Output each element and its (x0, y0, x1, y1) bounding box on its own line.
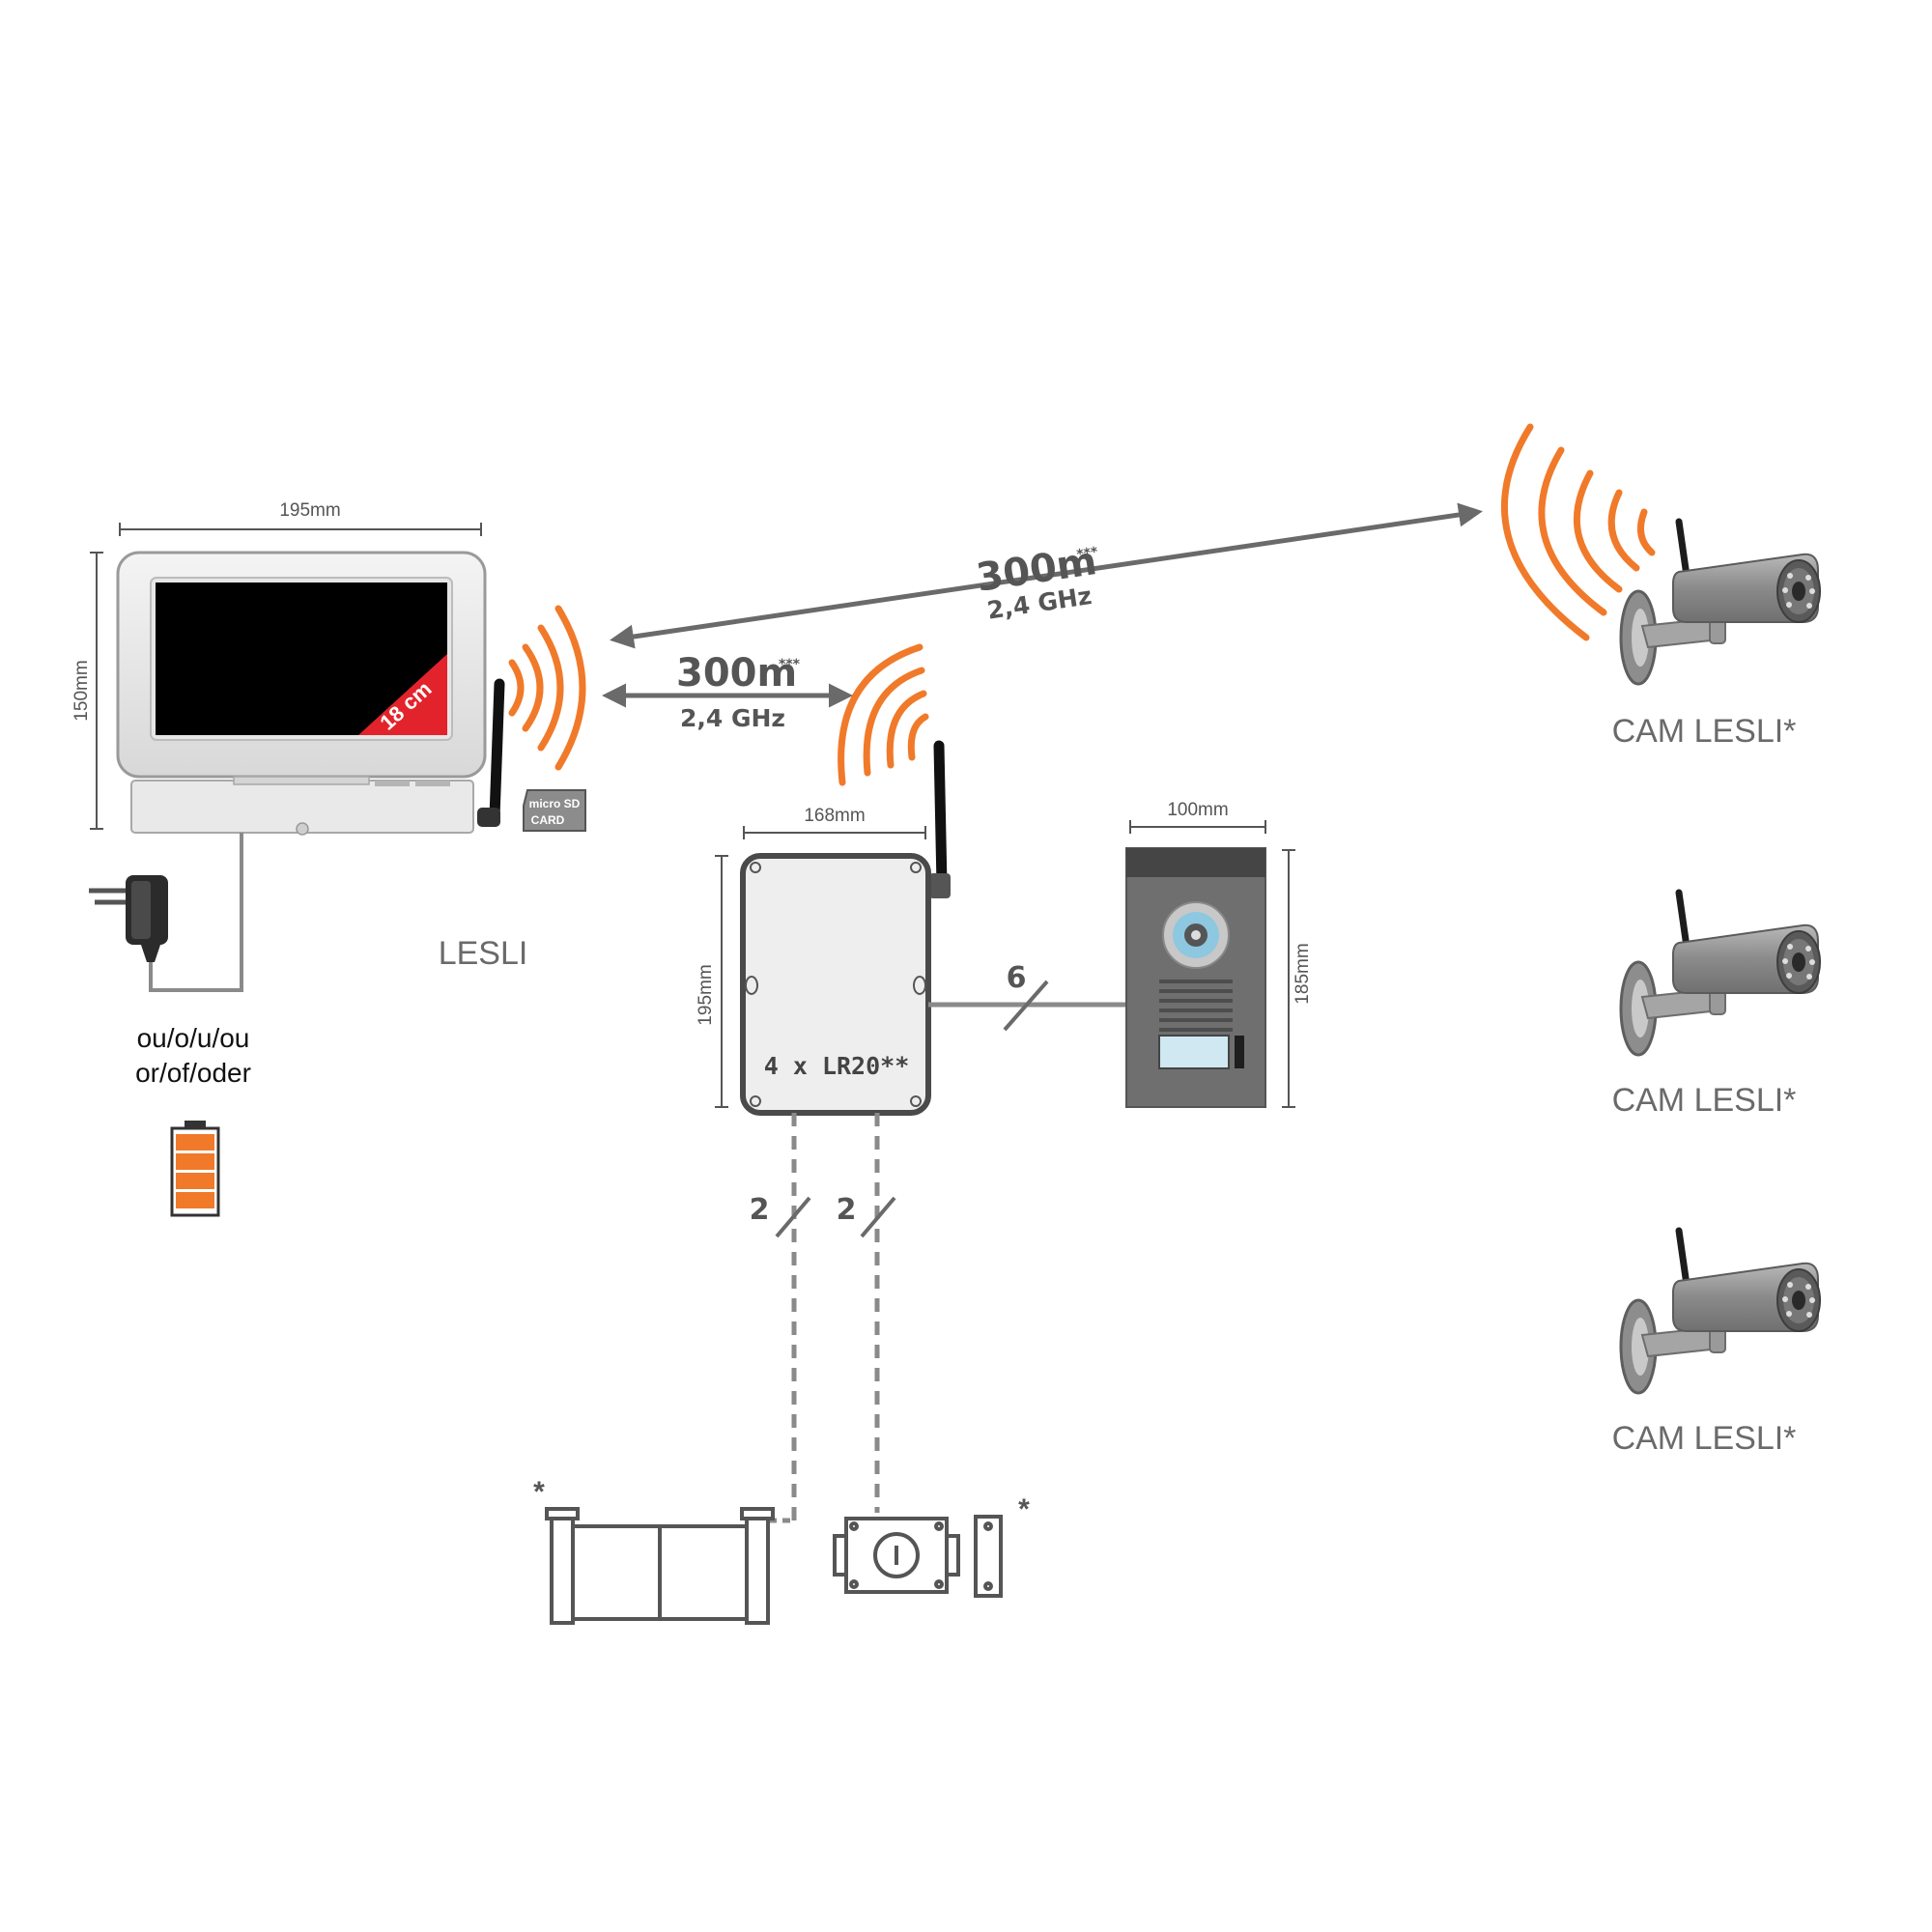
electric-lock-icon (833, 1515, 1003, 1598)
power-cable (149, 833, 243, 992)
sd-card-line2: CARD (531, 813, 565, 827)
receiver-width-label: 168mm (804, 806, 865, 826)
camera-3-icon (1621, 1231, 1820, 1393)
monitor-height-label: 150mm (71, 660, 92, 721)
link-2-distance: 300m (676, 651, 797, 696)
camera-1-icon (1621, 522, 1820, 684)
gate-wire-count: 2 (750, 1193, 770, 1227)
camera-2-icon (1621, 893, 1820, 1055)
gate-accessory-mark: * (533, 1476, 545, 1508)
power-alternative-line1: ou/o/u/ou (137, 1023, 250, 1053)
link-2-frequency: 2,4 GHz (680, 704, 785, 732)
gate-wire: 2 (750, 1113, 811, 1523)
camera-1-label: CAM LESLI* (1612, 713, 1797, 750)
lock-wire: 2 (837, 1113, 896, 1513)
monitor-antenna (489, 678, 505, 823)
sd-card-line1: micro SD (529, 797, 581, 810)
link-1-distance-mark: *** (1076, 544, 1100, 562)
receiver-height-label: 195mm (696, 964, 716, 1025)
monitor-group: 195mm 150mm 18 cm micro SD CARD (71, 500, 586, 1217)
door-panel-call-button (1235, 1036, 1244, 1068)
camera-2: CAM LESLI* (1612, 893, 1820, 1119)
panel-wire: 6 (928, 961, 1126, 1032)
camera-1: CAM LESLI* (1612, 522, 1820, 750)
receiver-box (740, 853, 931, 1116)
link-monitor-receiver: 300m *** 2,4 GHz (602, 651, 853, 732)
link-monitor-camera: 300m *** 2,4 GHz (610, 502, 1483, 649)
panel-wire-count: 6 (1007, 961, 1027, 995)
gate-icon (545, 1507, 775, 1625)
receiver-antenna (933, 740, 948, 891)
camera-3-label: CAM LESLI* (1612, 1420, 1797, 1457)
monitor-radio-waves (508, 605, 586, 771)
monitor-width-label: 195mm (279, 500, 340, 521)
power-adapter-icon (89, 875, 168, 962)
link-2-distance-mark: *** (779, 657, 801, 672)
lock-accessory-mark: * (1018, 1493, 1030, 1525)
receiver-radio-waves (838, 643, 929, 786)
receiver-battery-text: 4 x LR20** (764, 1052, 910, 1080)
camera-3: CAM LESLI* (1612, 1231, 1820, 1457)
monitor-name-label: LESLI (439, 935, 528, 972)
battery-icon (170, 1121, 220, 1217)
door-panel-speaker-grille (1159, 980, 1233, 1032)
panel-height-label: 185mm (1293, 943, 1313, 1004)
door-panel-group: 100mm 185mm (1125, 800, 1313, 1108)
panel-width-label: 100mm (1167, 800, 1228, 820)
camera-radio-waves (1500, 423, 1656, 641)
camera-2-label: CAM LESLI* (1612, 1082, 1797, 1119)
lock-wire-count: 2 (837, 1193, 857, 1227)
receiver-box-group: 168mm 195mm 4 x LR20** (696, 740, 951, 1116)
door-panel-name-plate (1158, 1035, 1230, 1069)
screen-size-badge (358, 654, 447, 735)
power-alternative-line2: or/of/oder (135, 1058, 251, 1088)
micro-sd-card-icon: micro SD CARD (523, 789, 586, 832)
